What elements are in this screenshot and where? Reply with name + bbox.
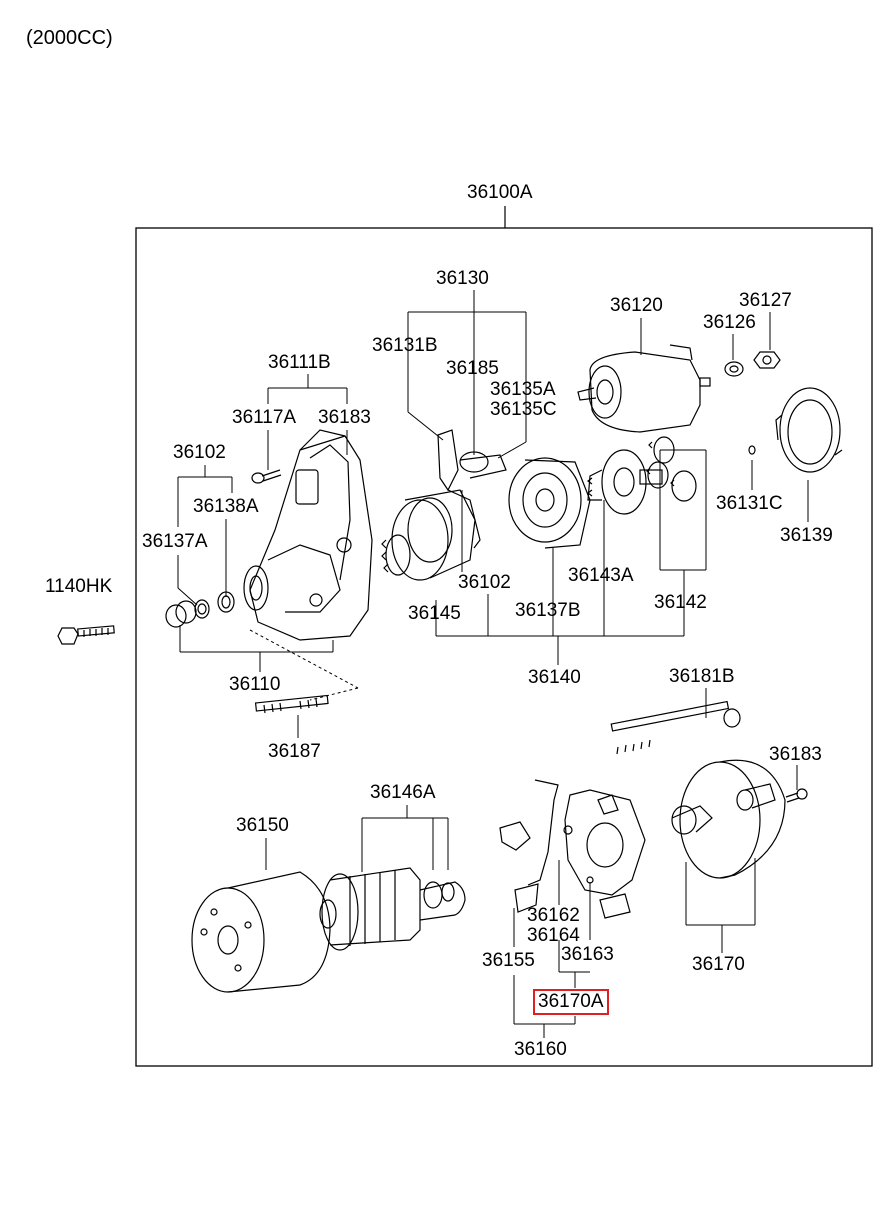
label-36164[interactable]: 36164 — [527, 925, 580, 946]
label-36126[interactable]: 36126 — [703, 312, 756, 333]
through-bolt-36181b — [610, 700, 741, 755]
label-36117A[interactable]: 36117A — [232, 407, 297, 428]
label-36163[interactable]: 36163 — [561, 944, 614, 965]
label-36140[interactable]: 36140 — [528, 667, 581, 688]
label-36131B[interactable]: 36131B — [372, 335, 438, 356]
front-housing-36110 — [243, 429, 373, 641]
screw-36117a — [251, 469, 282, 484]
label-36130[interactable]: 36130 — [436, 268, 489, 289]
label-36135A[interactable]: 36135A — [490, 379, 556, 400]
assembly-part-number[interactable]: 36100A — [467, 182, 533, 203]
label-36183-top[interactable]: 36183 — [318, 407, 371, 428]
label-36110[interactable]: 36110 — [229, 674, 281, 695]
label-1140HK[interactable]: 1140HK — [45, 576, 113, 597]
bushings-36102-36137a-36138a — [165, 591, 235, 628]
label-36187[interactable]: 36187 — [268, 741, 321, 762]
label-36102-top[interactable]: 36102 — [173, 442, 226, 463]
label-36127[interactable]: 36127 — [739, 290, 792, 311]
label-36142[interactable]: 36142 — [654, 592, 707, 613]
ball-36131c — [748, 445, 756, 455]
rear-cover-36170 — [671, 759, 786, 879]
label-36120[interactable]: 36120 — [610, 295, 663, 316]
label-36183-bottom[interactable]: 36183 — [769, 744, 822, 765]
label-36170[interactable]: 36170 — [692, 954, 745, 975]
label-36138A[interactable]: 36138A — [193, 496, 259, 517]
label-36135C[interactable]: 36135C — [490, 399, 557, 420]
pinion-clutch-36145 — [381, 489, 476, 581]
label-36150[interactable]: 36150 — [236, 815, 289, 836]
label-36170A-highlighted[interactable]: 36170A — [533, 989, 609, 1015]
gear-carrier-36137b — [508, 457, 591, 549]
plate-ring-36139 — [775, 387, 843, 473]
screw-36183 — [785, 788, 808, 803]
label-36137B[interactable]: 36137B — [515, 600, 581, 621]
label-36111B[interactable]: 36111B — [268, 352, 331, 373]
label-36146A[interactable]: 36146A — [370, 782, 436, 803]
label-36131C[interactable]: 36131C — [716, 493, 783, 514]
engine-capacity-label: (2000CC) — [26, 27, 113, 49]
label-36102-mid[interactable]: 36102 — [458, 572, 511, 593]
stud-36187 — [254, 694, 329, 714]
label-36155[interactable]: 36155 — [482, 950, 535, 971]
planetary-shaft-36143a — [587, 449, 663, 515]
armature-36146a — [319, 867, 466, 951]
leader-lines — [177, 290, 809, 1038]
nut-36127 — [753, 351, 781, 369]
label-36185[interactable]: 36185 — [446, 358, 499, 379]
label-36143A[interactable]: 36143A — [568, 565, 634, 586]
label-36145[interactable]: 36145 — [408, 603, 461, 624]
assembly-frame — [135, 227, 873, 1067]
label-36137A[interactable]: 36137A — [142, 531, 208, 552]
lever-36130 — [437, 429, 507, 549]
planet-gears-36142 — [646, 436, 697, 502]
yoke-36150 — [191, 871, 331, 993]
solenoid-36120 — [577, 344, 711, 433]
brush-holder-36160 — [499, 779, 646, 919]
label-36160[interactable]: 36160 — [514, 1039, 567, 1060]
label-36181B[interactable]: 36181B — [669, 666, 735, 687]
label-36162[interactable]: 36162 — [527, 905, 580, 926]
washer-36126 — [724, 361, 744, 377]
bolt-1140hk — [57, 625, 115, 645]
label-36139[interactable]: 36139 — [780, 525, 833, 546]
